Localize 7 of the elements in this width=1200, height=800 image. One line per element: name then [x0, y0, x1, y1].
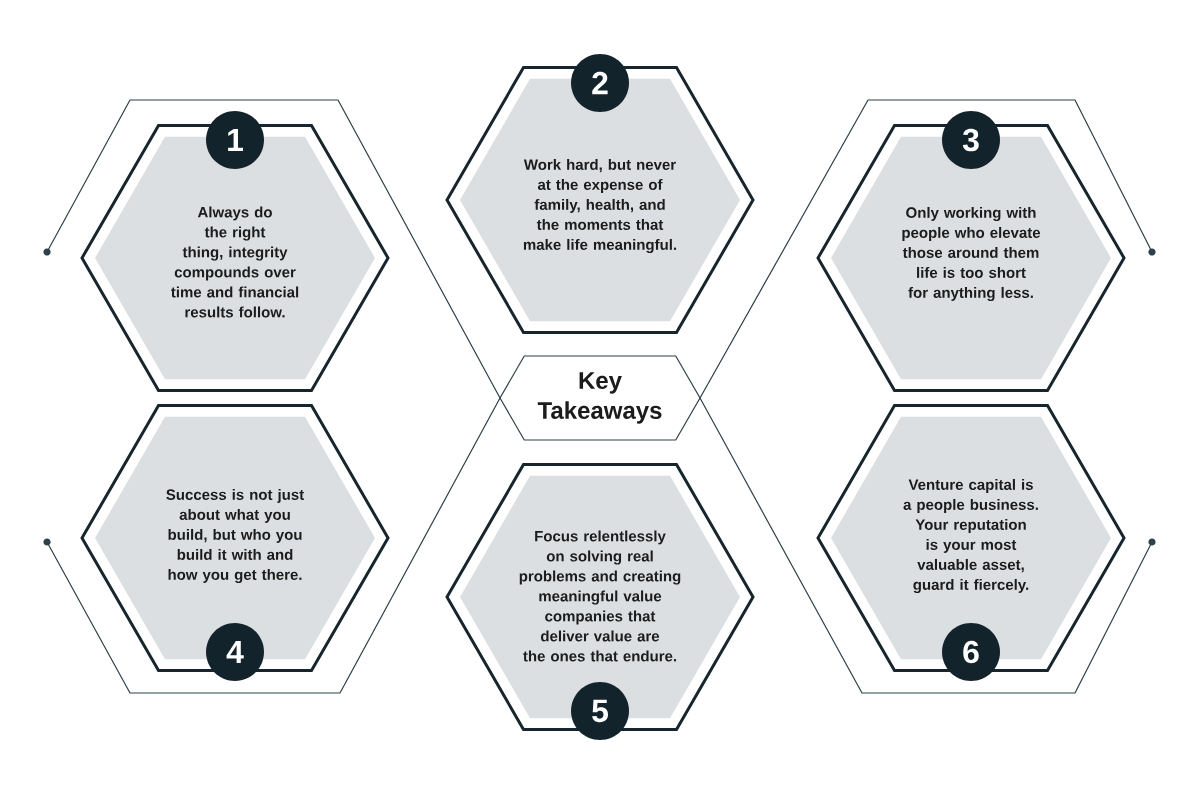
number-badge: 3 — [942, 111, 1000, 169]
number-badge: 4 — [206, 623, 264, 681]
number-badge: 6 — [942, 623, 1000, 681]
number-badge: 1 — [206, 111, 264, 169]
number-badge: 5 — [571, 682, 629, 740]
title-hexagon: Key Takeaways — [499, 355, 701, 441]
number-badge: 2 — [571, 54, 629, 112]
